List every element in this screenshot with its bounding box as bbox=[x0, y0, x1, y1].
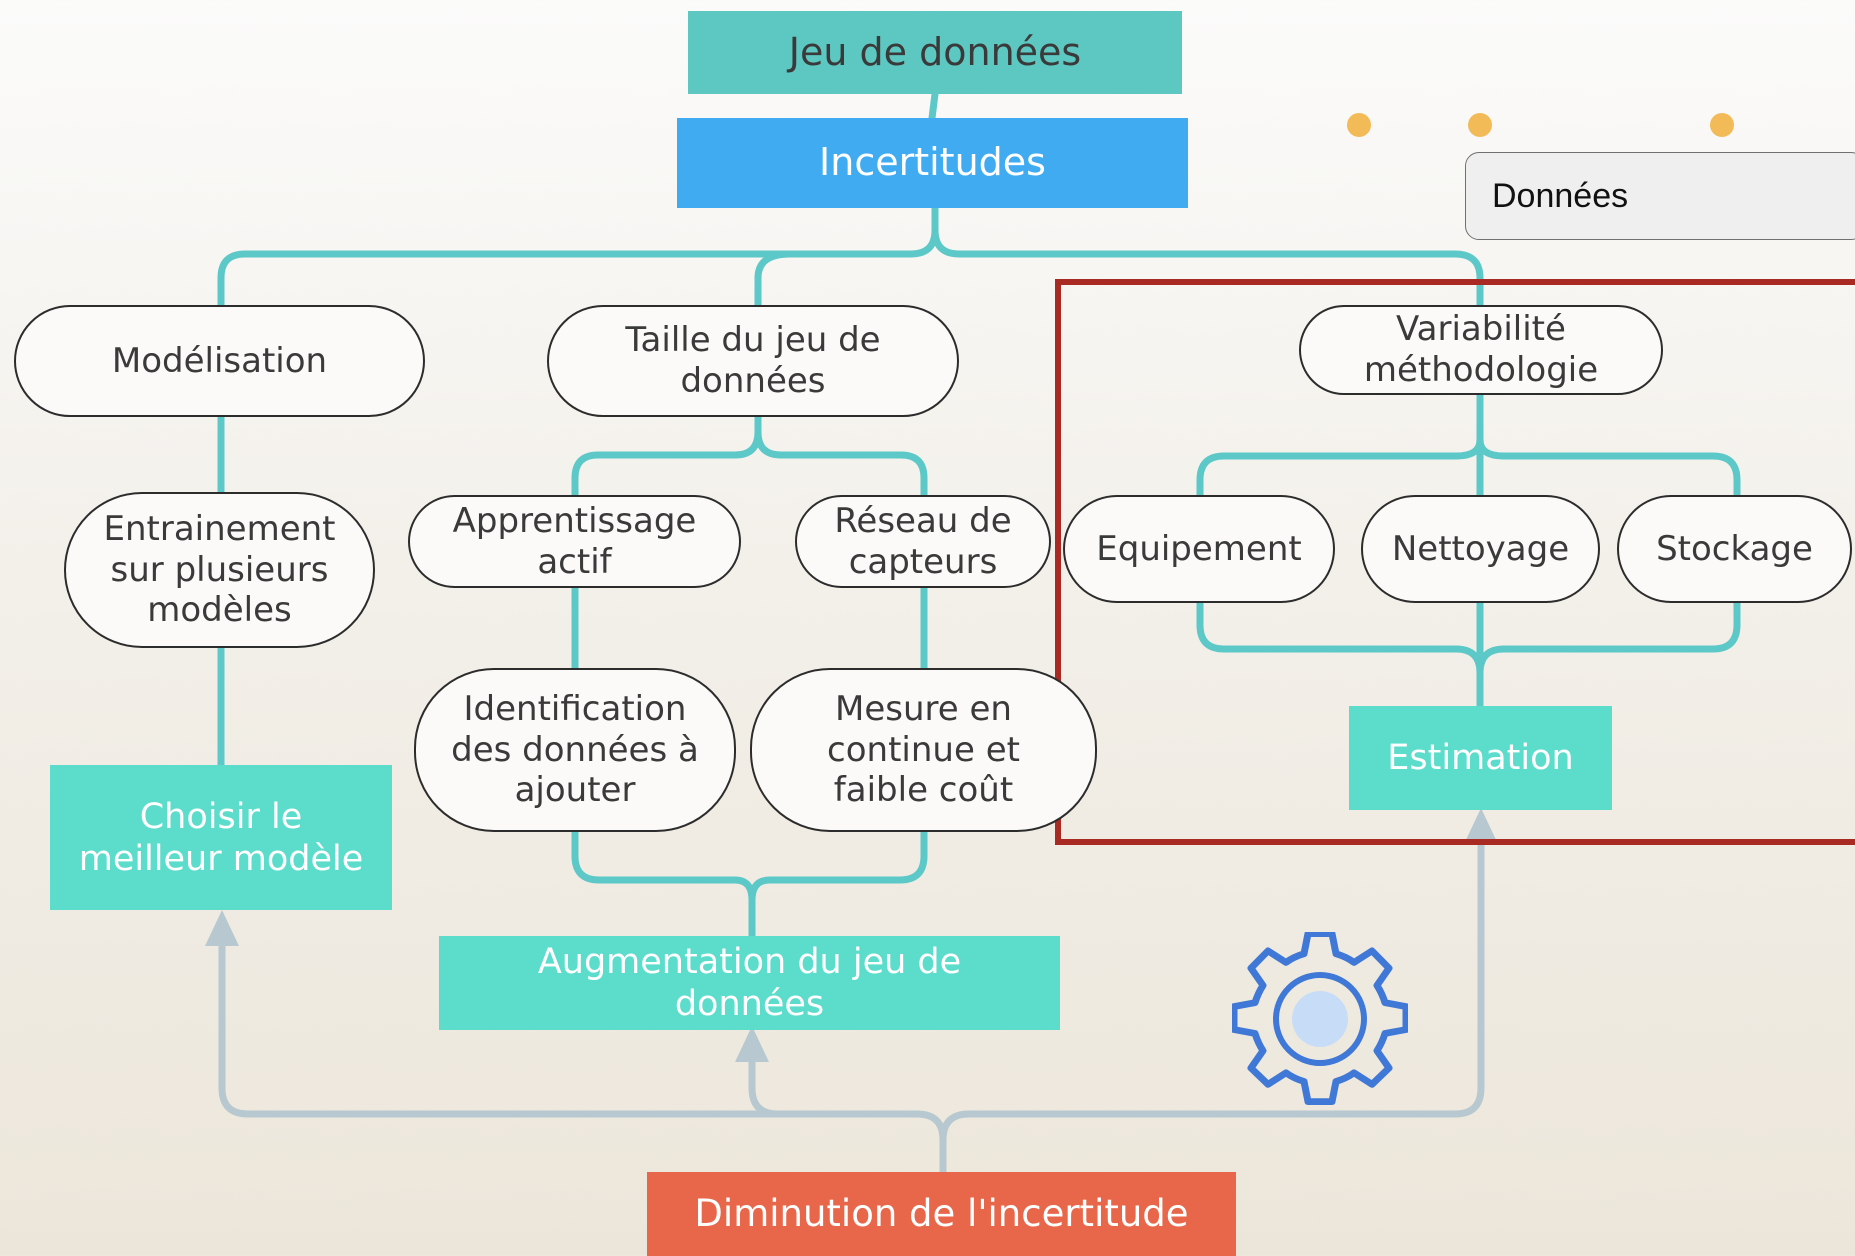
highlight-box bbox=[1055, 279, 1855, 845]
continuous-measurement-node: Mesure en continue et faible coût bbox=[750, 668, 1097, 832]
estimation-node: Estimation bbox=[1349, 706, 1612, 810]
uncertainties-node: Incertitudes bbox=[677, 118, 1188, 208]
data-tag: Données bbox=[1465, 152, 1855, 240]
dataset-node: Jeu de données bbox=[688, 11, 1182, 94]
cleaning-node: Nettoyage bbox=[1361, 495, 1600, 603]
data-identification-node: Identification des données à ajouter bbox=[414, 668, 736, 832]
storage-node: Stockage bbox=[1617, 495, 1852, 603]
methodology-variability-node: Variabilité méthodologie bbox=[1299, 305, 1663, 395]
decorative-dot bbox=[1468, 113, 1492, 137]
multi-model-training-node: Entrainement sur plusieurs modèles bbox=[64, 492, 375, 648]
decorative-dot bbox=[1347, 113, 1371, 137]
sensor-network-node: Réseau de capteurs bbox=[795, 495, 1051, 588]
data-tag-label: Données bbox=[1492, 176, 1629, 215]
gear-icon bbox=[1232, 932, 1408, 1105]
choose-best-model-node: Choisir le meilleur modèle bbox=[50, 765, 392, 910]
decorative-dot bbox=[1710, 113, 1734, 137]
modelisation-node: Modélisation bbox=[14, 305, 425, 417]
dataset-augmentation-node: Augmentation du jeu de données bbox=[439, 936, 1060, 1030]
equipment-node: Equipement bbox=[1063, 495, 1335, 603]
active-learning-node: Apprentissage actif bbox=[408, 495, 741, 588]
uncertainty-reduction-node: Diminution de l'incertitude bbox=[647, 1172, 1236, 1256]
dataset-size-node: Taille du jeu de données bbox=[547, 305, 959, 417]
